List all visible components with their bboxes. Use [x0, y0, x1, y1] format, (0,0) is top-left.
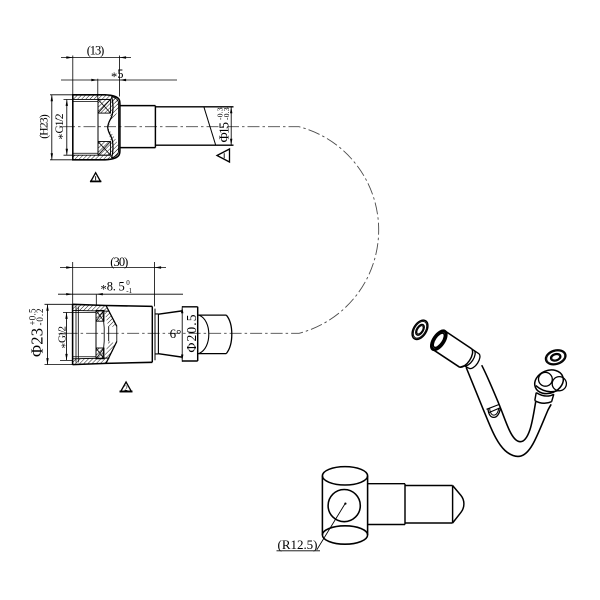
svg-text:-0.2: -0.2: [35, 309, 45, 326]
svg-text:(H23): (H23): [38, 114, 50, 139]
svg-text:*: *: [60, 343, 72, 349]
svg-text:G1/2: G1/2: [54, 113, 66, 133]
svg-text:*: *: [101, 283, 107, 297]
svg-text:5: 5: [117, 67, 123, 81]
svg-text:8. 5: 8. 5: [107, 279, 125, 293]
svg-text:G1/2: G1/2: [57, 326, 69, 343]
svg-text:*: *: [57, 134, 69, 140]
svg-text:+0.5: +0.5: [28, 308, 38, 326]
svg-text:(13): (13): [87, 44, 105, 58]
svg-text:-1: -1: [126, 287, 132, 295]
svg-text:6°: 6°: [170, 326, 182, 341]
svg-text:(R12.5): (R12.5): [278, 537, 318, 552]
svg-text:Φ23: Φ23: [28, 328, 47, 357]
svg-text:-0.3: -0.3: [222, 107, 231, 120]
svg-text:Φ15: Φ15: [218, 122, 233, 143]
svg-text:*: *: [111, 70, 117, 84]
svg-text:(30): (30): [110, 255, 128, 269]
svg-text:Φ20.5: Φ20.5: [184, 314, 199, 352]
svg-text:-0.3: -0.3: [216, 107, 225, 120]
svg-text:0: 0: [126, 279, 130, 287]
svg-text:2: 2: [124, 385, 128, 393]
